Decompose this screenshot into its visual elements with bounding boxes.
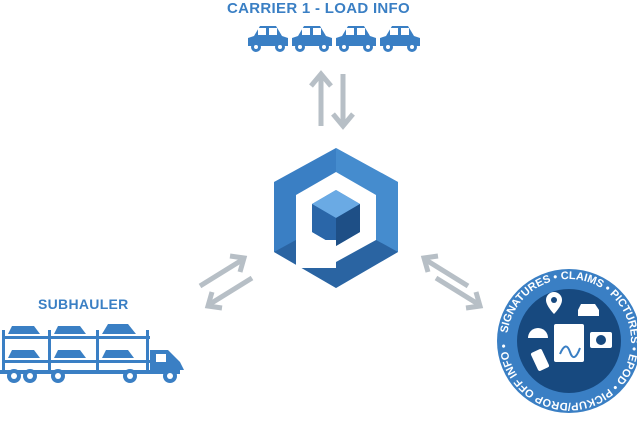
documents-badge-icon: SIGNATURES • CLAIMS • PICTURES • EPOD • … [497,269,637,413]
car-icon [248,26,288,52]
carrier-title: CARRIER 1 - LOAD INFO [227,0,410,17]
left-arrows-icon [198,253,254,311]
carrier-cars [248,26,420,52]
subhauler-title: SUBHAULER [38,296,129,312]
right-arrows-icon [420,253,484,311]
car-icon [336,26,376,52]
car-hauler-truck-icon [0,324,184,383]
car-icon [292,26,332,52]
car-icon [380,26,420,52]
hexagon-logo-icon [274,148,398,288]
top-arrows-icon [309,70,355,130]
